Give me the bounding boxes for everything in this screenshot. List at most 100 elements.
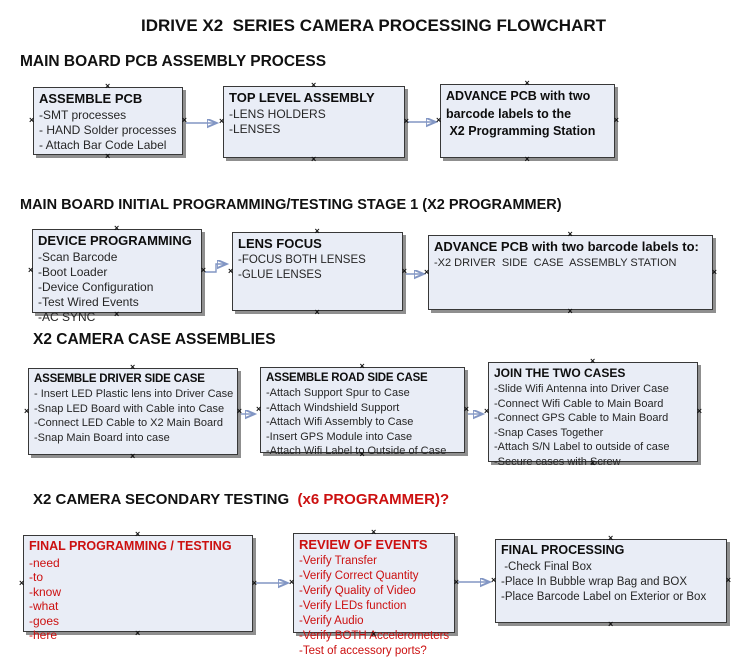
anchor-handle-icon — [608, 534, 613, 543]
anchor-handle-icon — [402, 267, 407, 276]
anchor-handle-icon — [424, 268, 429, 277]
flow-box-assemble-road-side-case: ASSEMBLE ROAD SIDE CASE -Attach Support … — [260, 367, 465, 457]
box-line: -Verify LEDs function — [299, 600, 407, 613]
box-line: -X2 DRIVER SIDE CASE ASSEMBLY STATION — [434, 257, 677, 270]
flow-box-assemble-driver-side-case: ASSEMBLE DRIVER SIDE CASE - Insert LED P… — [28, 368, 238, 455]
anchor-handle-icon — [315, 308, 320, 317]
flow-box-device-programming: DEVICE PROGRAMMING -Scan Barcode -Boot L… — [32, 229, 202, 324]
anchor-handle-icon — [24, 407, 29, 416]
box-line: -Boot Loader — [38, 265, 108, 280]
box-line: -Snap LED Board with Cable into Case — [34, 402, 225, 415]
box-line: -Test Wired Events — [38, 295, 139, 310]
anchor-handle-icon — [371, 630, 376, 639]
flow-box-review-of-events: REVIEW OF EVENTS -Verify Transfer -Verif… — [293, 533, 455, 657]
anchor-handle-icon — [491, 576, 496, 585]
box-line: -FOCUS BOTH LENSES — [238, 254, 366, 267]
box-title: JOIN THE TWO CASES — [494, 366, 626, 380]
box-line: -Insert GPS Module into Case — [266, 430, 413, 443]
anchor-handle-icon — [228, 267, 233, 276]
box-line: -Check Final Box — [501, 560, 592, 573]
anchor-handle-icon — [525, 155, 530, 164]
section-heading-pcb-assembly: MAIN BOARD PCB ASSEMBLY PROCESS — [20, 53, 327, 70]
anchor-handle-icon — [130, 452, 135, 461]
anchor-handle-icon — [135, 530, 140, 539]
box-line: -Verify Audio — [299, 615, 364, 628]
box-line: -Verify Quality of Video — [299, 585, 416, 598]
box-line: -know — [29, 584, 62, 599]
anchor-handle-icon — [590, 357, 595, 366]
anchor-handle-icon — [568, 230, 573, 239]
anchor-handle-icon — [525, 79, 530, 88]
anchor-handle-icon — [712, 268, 717, 277]
anchor-handle-icon — [726, 576, 731, 585]
box-line: -Test of accessory ports? — [299, 645, 427, 658]
anchor-handle-icon — [219, 117, 224, 126]
section-heading-case-assemblies: X2 CAMERA CASE ASSEMBLIES — [33, 331, 276, 348]
box-title: ADVANCE PCB with two barcode labels to t… — [446, 89, 596, 138]
anchor-handle-icon — [201, 266, 206, 275]
flow-box-advance-pcb-programming-station: ADVANCE PCB with two barcode labels to t… — [440, 84, 615, 158]
anchor-handle-icon — [311, 155, 316, 164]
anchor-handle-icon — [29, 116, 34, 125]
box-line: -SMT processes — [39, 108, 127, 123]
box-line: -Connect Wifi Cable to Main Board — [494, 397, 664, 410]
flow-box-final-processing: FINAL PROCESSING -Check Final Box -Place… — [495, 539, 727, 623]
anchor-handle-icon — [454, 578, 459, 587]
flow-box-final-programming-testing: FINAL PROGRAMMING / TESTING -need -to -k… — [23, 535, 253, 642]
anchor-handle-icon — [182, 116, 187, 125]
box-line: -GLUE LENSES — [238, 269, 322, 282]
box-line: -to — [29, 570, 44, 585]
flow-box-lens-focus: LENS FOCUS -FOCUS BOTH LENSES -GLUE LENS… — [232, 232, 403, 311]
box-line: -Place Barcode Label on Exterior or Box — [501, 590, 707, 603]
anchor-handle-icon — [360, 362, 365, 371]
section-heading-secondary-testing-text: X2 CAMERA SECONDARY TESTING — [33, 491, 294, 508]
anchor-handle-icon — [19, 579, 24, 588]
box-line: -Place In Bubble wrap Bag and BOX — [501, 575, 688, 588]
box-line: - Attach Bar Code Label — [39, 138, 167, 153]
anchor-handle-icon — [697, 407, 702, 416]
flow-box-advance-pcb-driver-side-station: ADVANCE PCB with two barcode labels to: … — [428, 235, 713, 310]
box-line: -Attach Wifi Assembly to Case — [266, 416, 414, 429]
box-line: - Insert LED Plastic lens into Driver Ca… — [34, 388, 234, 401]
section-heading-secondary-testing: X2 CAMERA SECONDARY TESTING (x6 PROGRAMM… — [33, 491, 449, 508]
anchor-handle-icon — [28, 266, 33, 275]
anchor-handle-icon — [484, 407, 489, 416]
anchor-handle-icon — [614, 116, 619, 125]
anchor-handle-icon — [371, 528, 376, 537]
anchor-handle-icon — [590, 459, 595, 468]
box-title: ASSEMBLE DRIVER SIDE CASE — [34, 373, 205, 385]
box-line: -goes — [29, 613, 60, 628]
anchor-handle-icon — [135, 629, 140, 638]
box-line: -Scan Barcode — [38, 250, 118, 265]
box-title: ASSEMBLE ROAD SIDE CASE — [266, 372, 428, 384]
box-line: -need — [29, 555, 60, 570]
box-title: ASSEMBLE PCB — [39, 91, 143, 106]
box-line: -Verify Transfer — [299, 555, 377, 568]
anchor-handle-icon — [568, 307, 573, 316]
flow-box-assemble-pcb: ASSEMBLE PCB -SMT processes - HAND Solde… — [33, 87, 183, 155]
box-line: -Verify Correct Quantity — [299, 570, 419, 583]
box-title: DEVICE PROGRAMMING — [38, 233, 192, 248]
box-title: FINAL PROCESSING — [501, 543, 625, 557]
box-line: -Connect GPS Cable to Main Board — [494, 412, 669, 424]
box-line: -LENS HOLDERS — [229, 107, 326, 122]
box-line: -Device Configuration — [38, 280, 154, 295]
anchor-handle-icon — [464, 405, 469, 414]
flow-box-top-level-assembly: TOP LEVEL ASSEMBLY -LENS HOLDERS -LENSES — [223, 86, 405, 158]
section-heading-initial-programming: MAIN BOARD INITIAL PROGRAMMING/TESTING S… — [20, 197, 562, 213]
box-line: -Slide Wifi Antenna into Driver Case — [494, 383, 669, 395]
box-title: FINAL PROGRAMMING / TESTING — [29, 539, 232, 553]
box-title: REVIEW OF EVENTS — [299, 537, 428, 552]
box-title: TOP LEVEL ASSEMBLY — [229, 90, 375, 105]
anchor-handle-icon — [256, 405, 261, 414]
box-line: -Snap Cases Together — [494, 426, 604, 439]
box-line: -Attach Windshield Support — [266, 401, 400, 414]
box-line: -Attach S/N Label to outside of case — [494, 441, 670, 453]
anchor-handle-icon — [105, 152, 110, 161]
anchor-handle-icon — [114, 224, 119, 233]
anchor-handle-icon — [311, 81, 316, 90]
box-line: -here — [29, 628, 58, 643]
box-line: - HAND Solder processes — [39, 123, 177, 138]
anchor-handle-icon — [404, 117, 409, 126]
